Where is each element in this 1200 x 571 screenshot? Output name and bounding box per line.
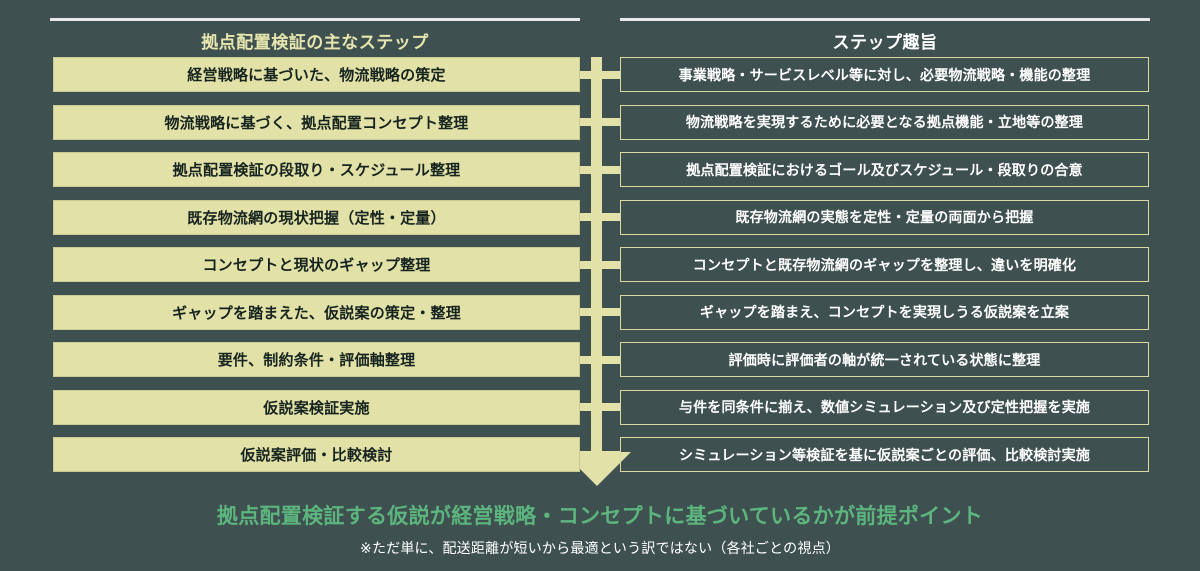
connector-stub-left xyxy=(580,355,592,364)
footer-note: ※ただ単に、配送距離が短いから最適という訳ではない（各社ごとの視点） xyxy=(360,540,840,556)
connector-stub-left xyxy=(580,118,592,126)
connector-stub-left xyxy=(580,70,592,79)
left-header-label: 拠点配置検証の主なステップ xyxy=(201,33,429,52)
step-box: 要件、制約条件・評価軸整理 xyxy=(53,342,580,377)
purpose-box: 与件を同条件に揃え、数値シミュレーション及び定性把握を実施 xyxy=(620,389,1149,425)
connector-stub-left xyxy=(580,450,592,459)
connector-stub-left xyxy=(580,165,592,174)
step-box: ギャップを踏まえた、仮説案の策定・整理 xyxy=(53,294,580,330)
step-box: 経営戦略に基づいた、物流戦略の策定 xyxy=(53,57,580,92)
purpose-box: ギャップを踏まえ、コンセプトを実現しうる仮説案を立案 xyxy=(620,294,1149,330)
purpose-box: コンセプトと既存物流網のギャップを整理し、違いを明確化 xyxy=(620,247,1149,282)
connector-stub-left xyxy=(580,308,592,316)
connector-stub-left xyxy=(580,260,592,269)
purpose-box: シミュレーション等検証を基に仮説案ごとの評価、比較検討実施 xyxy=(620,437,1149,472)
purpose-box: 物流戦略を実現するために必要となる拠点機能・立地等の整理 xyxy=(620,104,1149,140)
connector-stub-right xyxy=(601,450,620,459)
connector-stub-right xyxy=(601,213,620,221)
connector-stub-right xyxy=(601,260,620,269)
purpose-box: 評価時に評価者の軸が統一されている状態に整理 xyxy=(620,342,1149,377)
connector-stub-left xyxy=(580,213,592,221)
step-box: コンセプトと現状のギャップ整理 xyxy=(53,247,580,282)
step-box: 仮説案評価・比較検討 xyxy=(53,437,580,472)
connector-stub-left xyxy=(580,403,592,411)
connector-stub-right xyxy=(601,165,620,174)
footer-headline: 拠点配置検証する仮説が経営戦略・コンセプトに基づいているかが前提ポイント xyxy=(216,505,984,528)
step-box: 既存物流網の現状把握（定性・定量） xyxy=(53,199,580,235)
right-header-rule xyxy=(620,18,1150,21)
connector-stub-right xyxy=(601,118,620,126)
purpose-box: 拠点配置検証におけるゴール及びスケジュール・段取りの合意 xyxy=(620,152,1149,187)
connector-stub-right xyxy=(601,308,620,316)
connector-stub-right xyxy=(601,403,620,411)
step-box: 物流戦略に基づく、拠点配置コンセプト整理 xyxy=(53,104,580,140)
left-header-rule xyxy=(50,18,580,21)
right-header-label: ステップ趣旨 xyxy=(832,33,938,52)
connector-trunk xyxy=(591,57,602,455)
purpose-box: 事業戦略・サービスレベル等に対し、必要物流戦略・機能の整理 xyxy=(620,57,1149,92)
purpose-box: 既存物流網の実態を定性・定量の両面から把握 xyxy=(620,199,1149,235)
step-box: 仮説案検証実施 xyxy=(53,389,580,425)
step-box: 拠点配置検証の段取り・スケジュール整理 xyxy=(53,152,580,187)
right-column-header: ステップ趣旨 xyxy=(620,18,1150,53)
left-column-header: 拠点配置検証の主なステップ xyxy=(50,18,580,53)
connector-stub-right xyxy=(601,355,620,364)
connector-stub-right xyxy=(601,70,620,79)
footer-block: 拠点配置検証する仮説が経営戦略・コンセプトに基づいているかが前提ポイント ※ただ… xyxy=(0,500,1200,558)
